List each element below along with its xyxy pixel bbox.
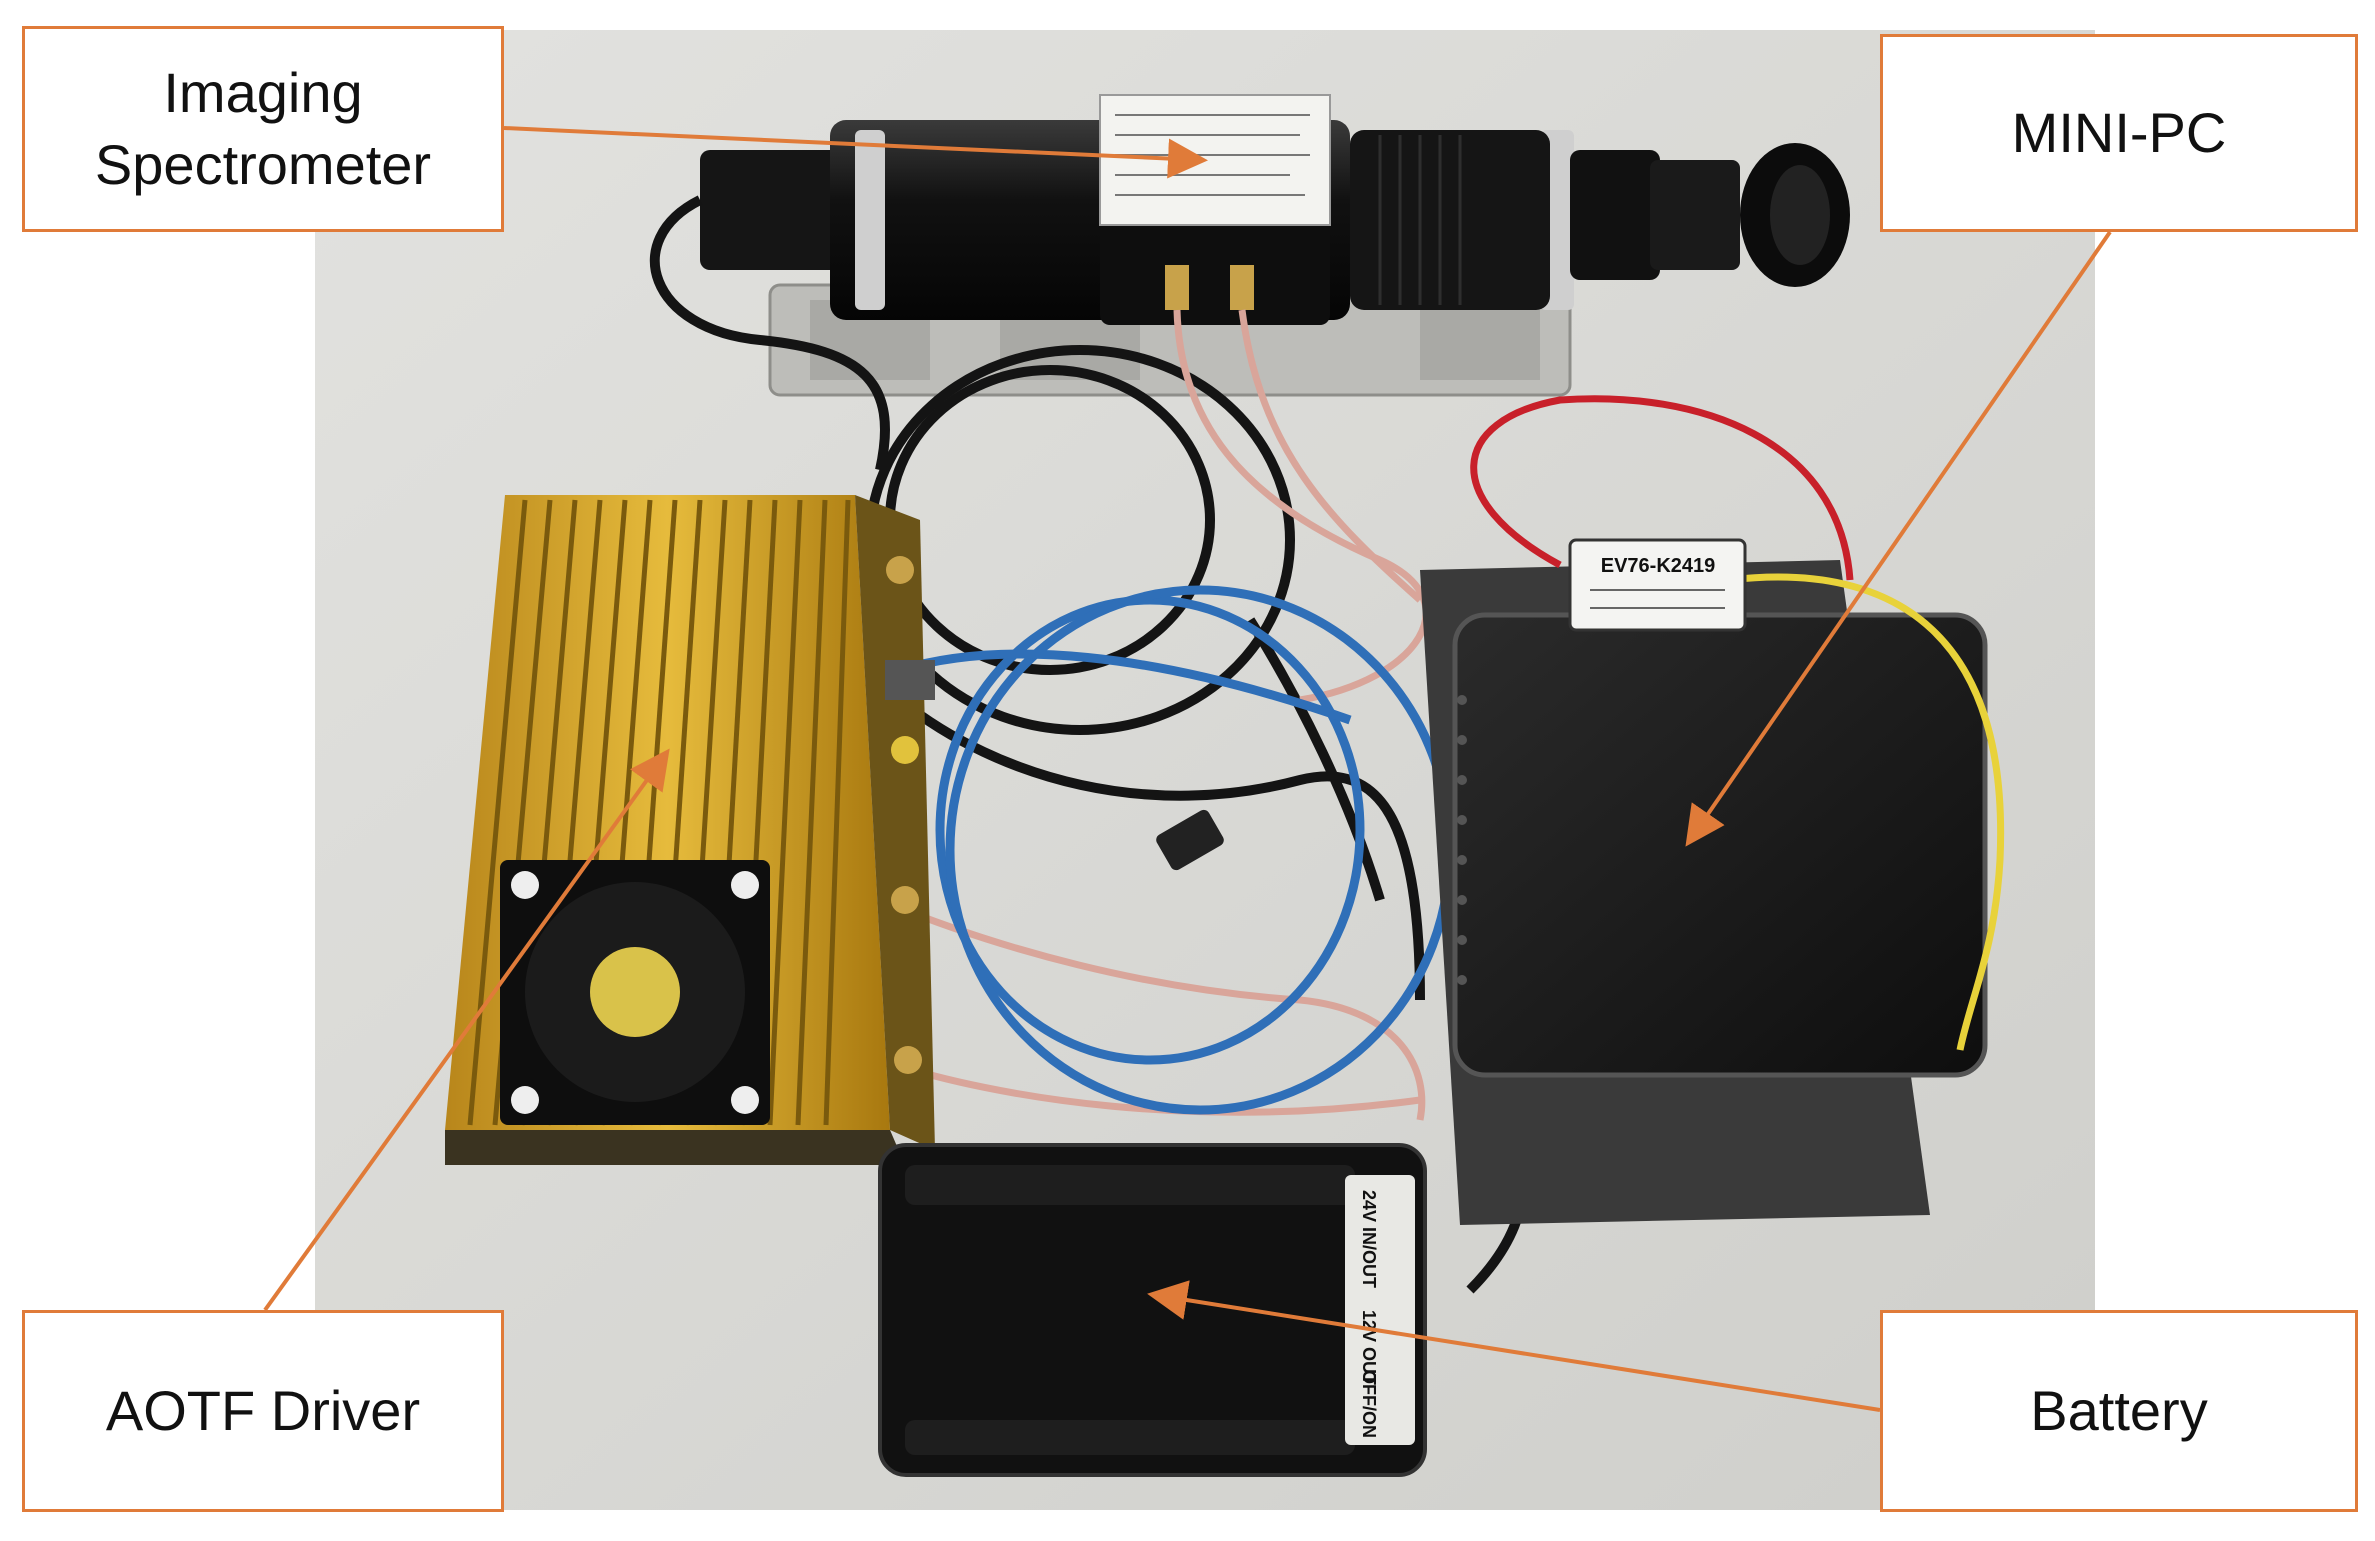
mini-pc-device	[1420, 560, 1988, 1225]
label-mini-pc: MINI-PC	[2011, 101, 2227, 165]
label-aotf-driver: AOTF Driver	[105, 1379, 421, 1443]
rf-coax-cables	[878, 309, 1430, 1121]
power-wires	[1470, 395, 2005, 1051]
callout-aotf-driver: AOTF Driver	[22, 1310, 504, 1512]
callout-battery: Battery	[1880, 1310, 2358, 1512]
label-imaging-spectrometer: Imaging Spectrometer	[94, 61, 432, 196]
arrow-mini-pc	[1685, 230, 2112, 847]
battery-device: 24V IN/OUT 12V OUT OFF/ON	[878, 1143, 1427, 1477]
usb-plug	[1156, 809, 1224, 871]
callout-imaging-spectrometer: Imaging Spectrometer	[22, 26, 504, 232]
callout-mini-pc: MINI-PC	[1880, 34, 2358, 232]
annotation-arrows	[263, 126, 2112, 1412]
converter-model-text: EV76-K2419	[1601, 555, 1716, 577]
dc-converter-module: EV76-K2419	[1568, 538, 1747, 632]
arrow-aotf-driver	[263, 748, 670, 1312]
arrow-imaging-spectrometer	[503, 126, 1208, 179]
battery-port-label-1: 24V IN/OUT	[1359, 1190, 1379, 1288]
label-battery: Battery	[2030, 1379, 2208, 1443]
arrow-battery	[1147, 1280, 1881, 1412]
imaging-spectrometer-device	[700, 94, 1850, 397]
battery-switch-label: OFF/ON	[1359, 1370, 1379, 1438]
aotf-driver-device	[445, 495, 935, 1165]
